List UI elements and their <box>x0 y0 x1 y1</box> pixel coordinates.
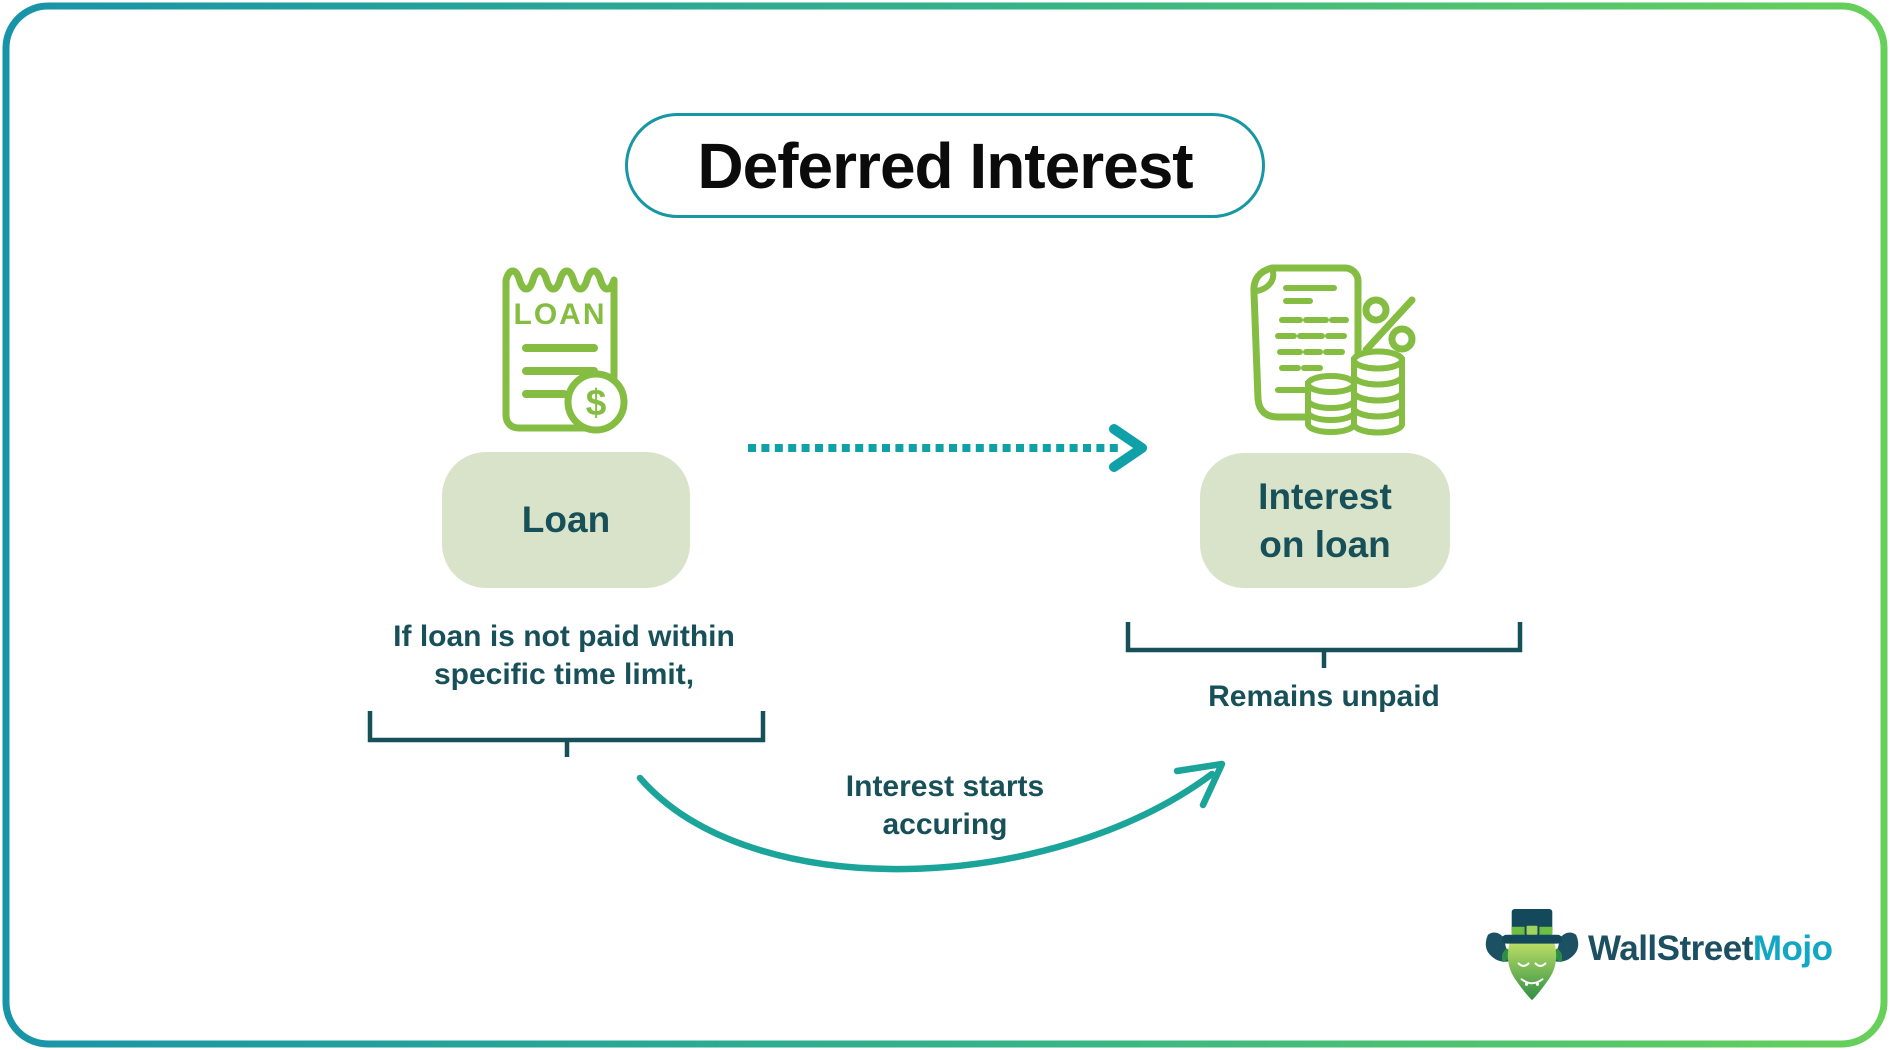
brand-wordmark-secondary: Mojo <box>1752 929 1833 968</box>
interest-caption-text: Remains unpaid <box>1208 680 1440 713</box>
loan-caption-line2: specific time limit, <box>433 658 695 691</box>
dollar-coin-circle <box>564 370 628 434</box>
transition-caption: Interest starts accuring <box>745 768 1145 844</box>
loan-receipt-dollar-icon: LOAN $ <box>502 267 628 434</box>
loan-node: Loan <box>442 452 690 588</box>
loan-caption: If loan is not paid within specific time… <box>364 618 764 694</box>
coin-stack-short <box>1305 373 1357 435</box>
right-bracket <box>1125 622 1523 668</box>
interest-node-label-line1: Interest <box>1258 475 1392 517</box>
invoice-percent-coins-icon <box>1250 264 1416 436</box>
dotted-arrow <box>748 424 1147 472</box>
loan-caption-line1: If loan is not paid within <box>393 620 735 653</box>
interest-caption: Remains unpaid <box>1124 681 1524 713</box>
transition-caption-line2: accuring <box>882 808 1008 841</box>
page-title: Deferred Interest <box>697 129 1193 202</box>
dollar-sign: $ <box>586 382 607 423</box>
brand-wordmark-primary: WallStreet <box>1588 929 1753 968</box>
title-pill: Deferred Interest <box>625 113 1265 218</box>
curved-arrow <box>636 760 1226 873</box>
loan-node-label: Loan <box>521 499 611 540</box>
left-bracket <box>367 711 766 757</box>
loan-doc-label: LOAN <box>514 298 607 331</box>
interest-node-label-line2: on loan <box>1259 523 1391 565</box>
bull-mascot-icon <box>1485 908 1579 1001</box>
coin-stack-tall <box>1351 348 1405 436</box>
transition-caption-line1: Interest starts <box>845 770 1045 803</box>
interest-node: Interest on loan <box>1200 453 1450 588</box>
